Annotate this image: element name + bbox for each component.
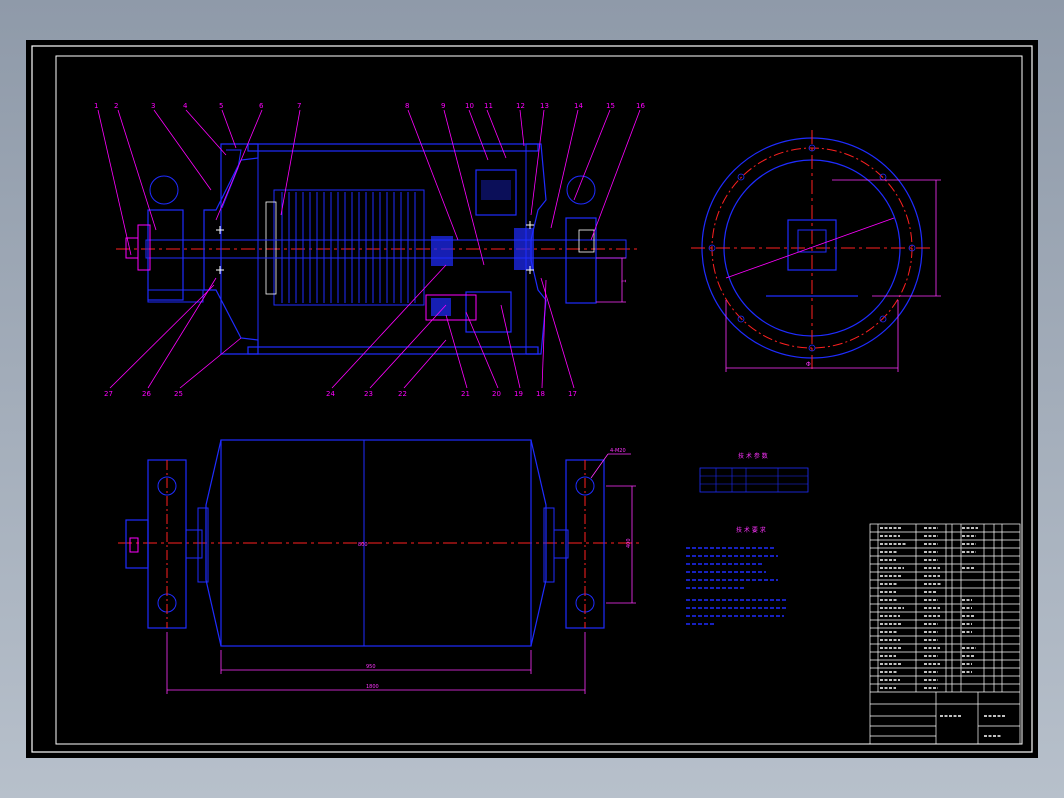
bom-table [869, 523, 1021, 745]
plan-drum [220, 439, 532, 647]
balloon-12: 12 [516, 102, 525, 110]
balloon-1: 1 [94, 102, 98, 110]
balloon-27: 27 [104, 390, 113, 398]
leaders-top [97, 109, 641, 266]
balloon-8: 8 [405, 102, 409, 110]
balloon-18: 18 [536, 390, 545, 398]
balloon-25: 25 [174, 390, 183, 398]
balloon-3: 3 [151, 102, 155, 110]
balloon-21: 21 [461, 390, 470, 398]
balloon-22: 22 [398, 390, 407, 398]
balloon-15: 15 [606, 102, 615, 110]
section-dim-right: 1 [621, 279, 628, 283]
motor-stator [273, 189, 425, 306]
balloon-6: 6 [259, 102, 264, 110]
inner-border [55, 55, 1023, 745]
plan-hole-note: 4-M20 [610, 448, 626, 454]
outer-border [31, 45, 1033, 753]
balloon-14: 14 [574, 102, 583, 110]
balloon-11: 11 [484, 102, 493, 110]
balloon-26: 26 [142, 390, 151, 398]
drum-shell-bottom [247, 346, 539, 355]
side-dim-diameter: Φ [806, 361, 811, 368]
requirements-lines [686, 547, 788, 625]
balloon-2: 2 [114, 102, 118, 110]
requirements-title: 技 术 要 求 [736, 526, 766, 534]
left-bearing-seat [147, 209, 184, 301]
balloon-24: 24 [326, 390, 335, 398]
gear-upper [475, 169, 517, 216]
main-shaft [145, 239, 627, 259]
leaders-bottom [109, 264, 575, 389]
plan-dim-center: 800 [358, 542, 368, 548]
bom-text-marks [880, 527, 1006, 737]
bearing-marks [216, 221, 534, 274]
side-view: Φ [691, 130, 941, 372]
bom-row-lines [870, 531, 1020, 693]
balloon-19: 19 [514, 390, 523, 398]
stator-ribs [281, 192, 416, 303]
side-bearing-block [787, 219, 837, 271]
title-block [869, 523, 1021, 745]
balloon-5: 5 [219, 102, 223, 110]
parameter-table: 技 术 参 数 [699, 452, 809, 493]
drum-shell-top [247, 143, 539, 152]
balloon-10: 10 [465, 102, 474, 110]
cad-drawing: 1 1 2 3 4 5 6 7 8 9 10 11 12 13 14 15 16… [31, 45, 1033, 753]
balloon-13: 13 [540, 102, 549, 110]
balloon-9: 9 [441, 102, 445, 110]
section-view: 1 1 2 3 4 5 6 7 8 9 10 11 12 13 14 15 16… [94, 102, 645, 398]
balloon-7: 7 [297, 102, 301, 110]
balloon-labels-top: 1 2 3 4 5 6 7 8 9 10 11 12 13 14 15 16 [94, 102, 645, 110]
plan-view: 800 950 1800 400 4-M20 [118, 439, 641, 694]
balloon-23: 23 [364, 390, 373, 398]
balloon-labels-bottom: 27 26 25 24 23 22 21 20 19 18 17 [104, 390, 577, 398]
parameter-table-title: 技 术 参 数 [738, 452, 768, 460]
plan-dim-right: 400 [626, 538, 632, 548]
plan-dim-inner: 950 [366, 664, 376, 670]
balloon-20: 20 [492, 390, 501, 398]
gear-lower [465, 291, 512, 333]
right-bearing-seat [565, 217, 597, 304]
plan-dim-overall: 1800 [366, 684, 379, 690]
balloon-17: 17 [568, 390, 577, 398]
drawing-sheet: 1 1 2 3 4 5 6 7 8 9 10 11 12 13 14 15 16… [26, 40, 1038, 758]
requirements: 技 术 要 求 [686, 526, 788, 625]
balloon-4: 4 [183, 102, 188, 110]
balloon-16: 16 [636, 102, 645, 110]
